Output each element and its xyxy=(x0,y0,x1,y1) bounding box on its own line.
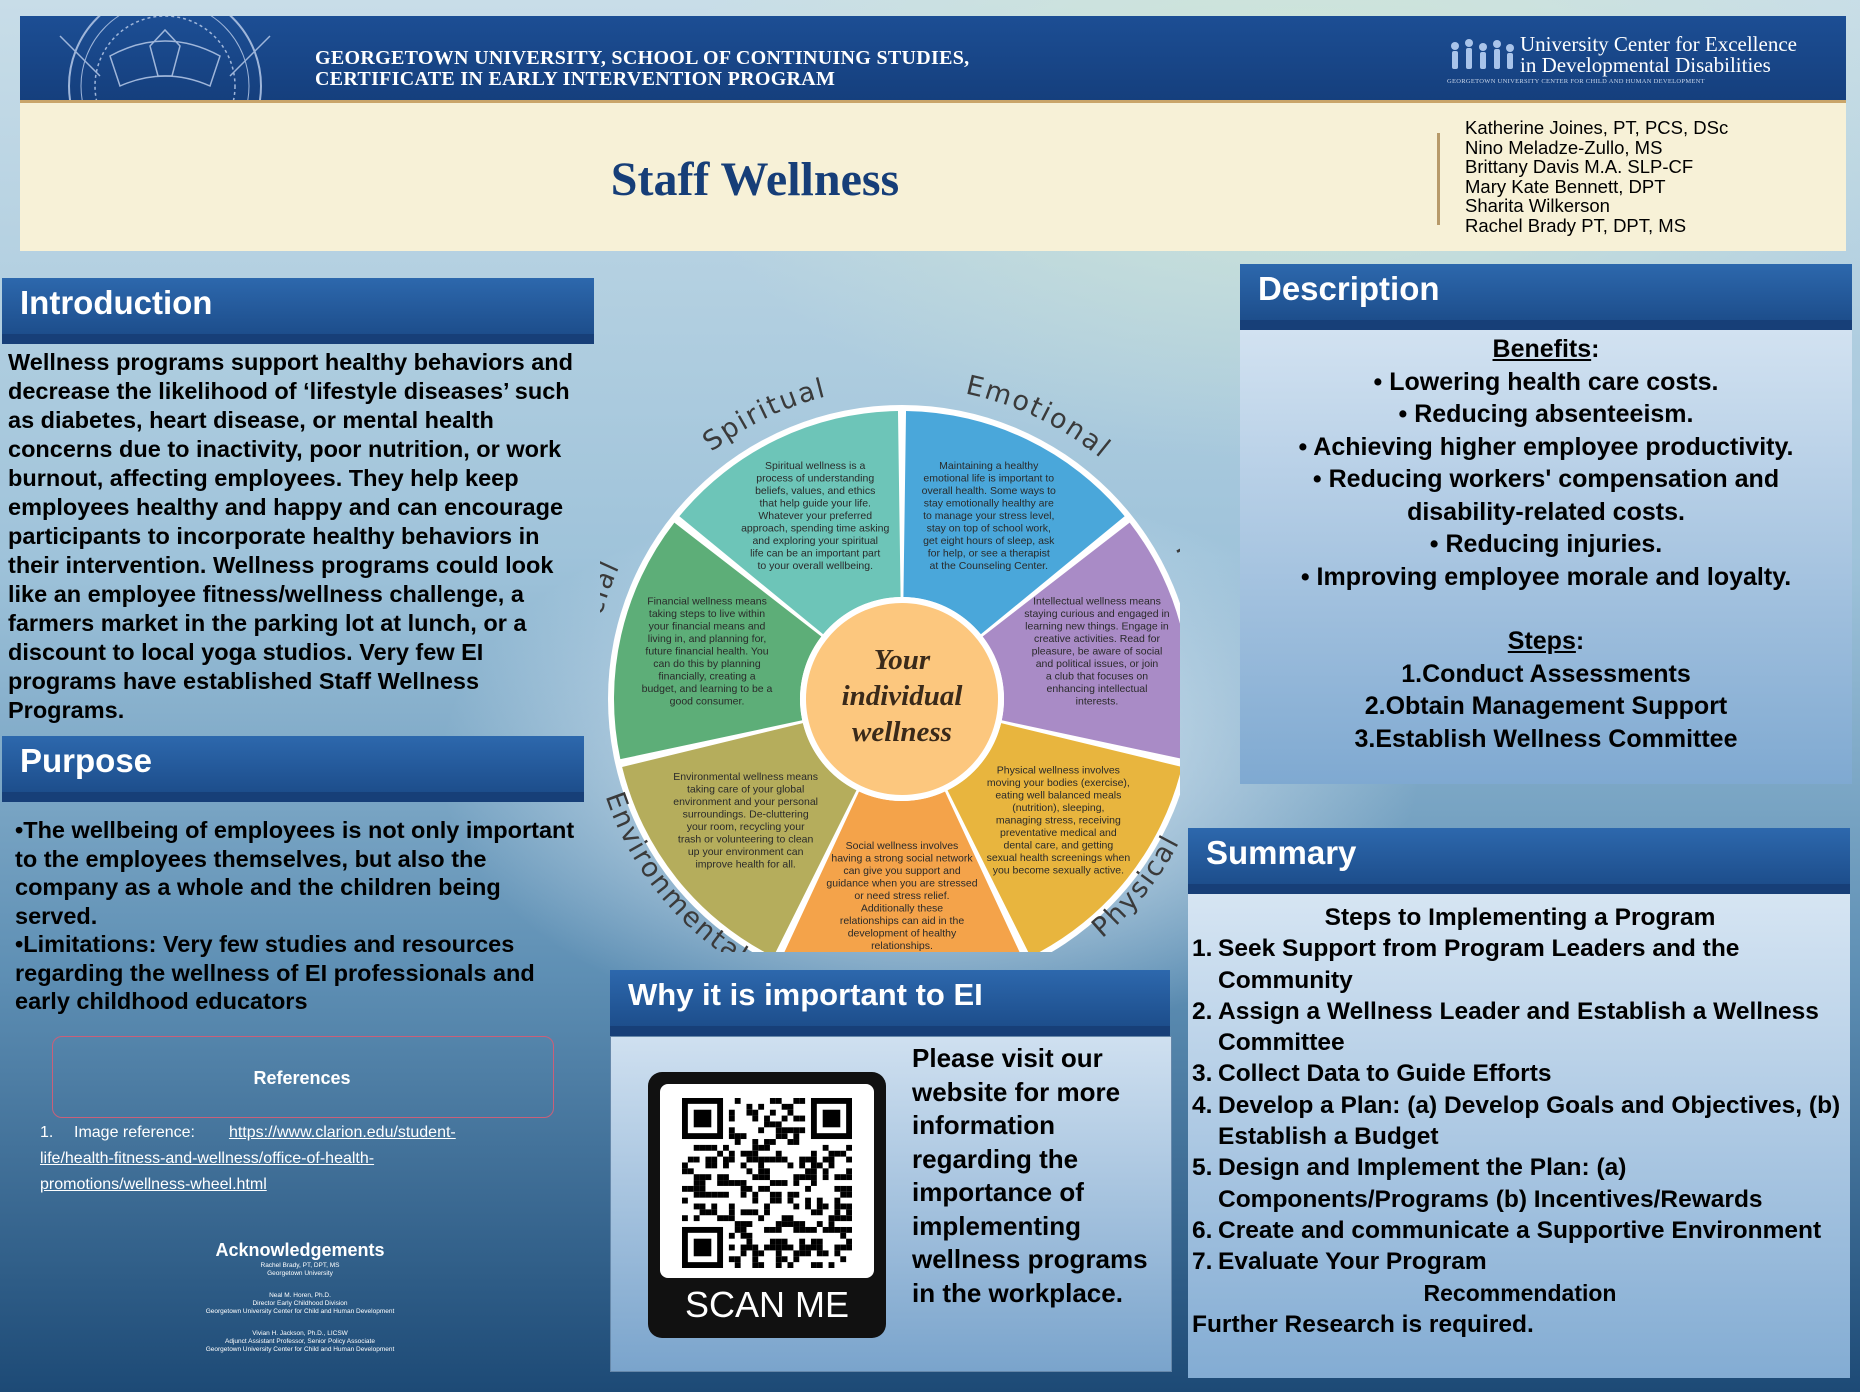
step-item: 3.Establish Wellness Committee xyxy=(1354,724,1738,753)
poster-title: Staff Wellness xyxy=(610,153,900,206)
summary-step: 2.Assign a Wellness Leader and Establish… xyxy=(1192,997,1819,1057)
summary-content: Steps to Implementing a Program 1.Seek S… xyxy=(1192,902,1848,1340)
summary-subheading: Steps to Implementing a Program xyxy=(1324,904,1716,931)
description-content: Benefits: Lowering health care costs. Re… xyxy=(1240,330,1852,755)
author-list: Katherine Joines, PT, PCS, DSc Nino Mela… xyxy=(1465,118,1728,235)
wheel-segment-environmental xyxy=(622,723,857,952)
why-heading: Why it is important to EI xyxy=(610,970,1170,1036)
ack-line: Director Early Childhood Division xyxy=(252,1300,348,1307)
ucedd-name-line2: in Developmental Disabilities xyxy=(1520,53,1771,77)
summary-step: 3.Collect Data to Guide Efforts xyxy=(1192,1060,1552,1088)
steps-label: Steps xyxy=(1507,627,1576,655)
wheel-segment-physical xyxy=(947,723,1180,952)
summary-box xyxy=(1188,894,1850,1378)
benefit-item: Lowering health care costs. xyxy=(1240,366,1852,399)
school-name-line2: CERTIFICATE IN EARLY INTERVENTION PROGRA… xyxy=(315,68,836,90)
benefits-label: Benefits xyxy=(1492,335,1592,363)
step-item: 1.Conduct Assessments xyxy=(1401,659,1691,688)
summary-step: 1.Seek Support from Program Leaders and … xyxy=(1192,935,1740,994)
benefit-item: Achieving higher employee productivity. xyxy=(1240,431,1852,464)
ucedd-name-line1: University Center for Excellence xyxy=(1520,32,1797,56)
introduction-text: Wellness programs support healthy behavi… xyxy=(8,349,574,723)
ack-line: Georgetown University xyxy=(267,1270,333,1277)
step-item: 2.Obtain Management Support xyxy=(1364,692,1728,720)
author: Mary Kate Bennett, DPT xyxy=(1465,175,1666,197)
benefit-item: Reducing injuries. xyxy=(1240,528,1852,561)
benefit-item: Reducing workers' compensation and disab… xyxy=(1240,463,1852,528)
author: Katherine Joines, PT, PCS, DSc xyxy=(1465,117,1729,138)
header-banner xyxy=(20,16,1846,100)
ucedd-subtitle: GEORGETOWN UNIVERSITY CENTER FOR CHILD A… xyxy=(1447,78,1705,85)
ack-line: Adjunct Assistant Professor, Senior Poli… xyxy=(225,1338,375,1345)
summary-step: 4.Develop a Plan: (a) Develop Goals and … xyxy=(1192,1091,1841,1151)
ucedd-people-logo-icon xyxy=(1451,39,1514,69)
description-heading: Description xyxy=(1240,264,1852,330)
summary-step: 7.Evaluate Your Program xyxy=(1192,1248,1487,1276)
wheel-center-text: wellness xyxy=(852,716,952,748)
summary-step: 5.Design and Implement the Plan: (a) Com… xyxy=(1192,1154,1763,1213)
purpose-bullet: •Limitations: Very few studies and resou… xyxy=(15,931,535,1014)
purpose-heading: Purpose xyxy=(2,736,584,802)
why-text: Please visit our website for more inform… xyxy=(912,1043,1148,1308)
ack-line: Rachel Brady, PT, DPT, MS xyxy=(260,1262,340,1269)
author: Sharita Wilkerson xyxy=(1465,195,1610,216)
reference-link[interactable]: https://www.clarion.edu/student-life/hea… xyxy=(40,1124,456,1193)
summary-heading: Summary xyxy=(1188,828,1850,894)
author: Brittany Davis M.A. SLP-CF xyxy=(1465,156,1694,177)
reference-number: 1. xyxy=(40,1124,54,1141)
georgetown-seal-icon xyxy=(59,16,271,100)
benefit-item: Reducing absenteeism. xyxy=(1240,398,1852,431)
ucedd-name: University Center for Excellence in Deve… xyxy=(1520,34,1797,76)
wheel-segment-intellectual xyxy=(982,522,1180,759)
wheel-center-text: individual xyxy=(842,680,964,712)
ack-line: Vivian H. Jackson, Ph.D., LICSW xyxy=(252,1330,348,1337)
wheel-center xyxy=(806,603,998,795)
scan-me-label: SCAN ME xyxy=(684,1284,850,1325)
reference-item: 1. Image reference:https://www.clarion.ed… xyxy=(40,1120,510,1198)
wheel-segment-spiritual xyxy=(679,411,901,635)
author: Nino Meladze-Zullo, MS xyxy=(1465,136,1663,158)
school-name-line1: GEORGETOWN UNIVERSITY, SCHOOL OF CONTINU… xyxy=(315,47,970,69)
title-band xyxy=(20,100,1846,251)
ack-line: Georgetown University Center for Child a… xyxy=(205,1346,395,1353)
ack-line: Neal M. Horen, Ph.D. xyxy=(269,1292,331,1299)
references-box xyxy=(52,1036,554,1118)
references-heading: References xyxy=(253,1068,351,1088)
purpose-text: •The wellbeing of employees is not only … xyxy=(15,816,585,1016)
wheel-center-text: Your xyxy=(874,644,931,676)
wheel-segment-emotional xyxy=(903,411,1125,635)
school-name: GEORGETOWN UNIVERSITY, SCHOOL OF CONTINU… xyxy=(315,48,969,90)
ack-line: Georgetown University Center for Child a… xyxy=(205,1308,395,1315)
recommendation-text: Further Research is required. xyxy=(1192,1310,1534,1338)
author: Rachel Brady PT, DPT, MS xyxy=(1465,214,1687,236)
purpose-bullet: •The wellbeing of employees is not only … xyxy=(15,817,575,929)
author-divider xyxy=(1437,133,1440,225)
summary-step: 6.Create and communicate a Supportive En… xyxy=(1192,1216,1822,1244)
recommendation-label: Recommendation xyxy=(1423,1279,1617,1306)
acknowledgements-heading: Acknowledgements xyxy=(215,1240,385,1260)
wheel-segment-financial xyxy=(614,522,822,760)
qr-code-icon[interactable] xyxy=(682,1098,852,1268)
benefit-item: Improving employee morale and loyalty. xyxy=(1240,561,1852,594)
reference-label: Image reference: xyxy=(74,1124,195,1141)
acknowledgements-list: Rachel Brady, PT, DPT, MS Georgetown Uni… xyxy=(150,1262,450,1354)
introduction-heading: Introduction xyxy=(2,278,594,344)
wheel-segment-social xyxy=(784,791,1020,952)
